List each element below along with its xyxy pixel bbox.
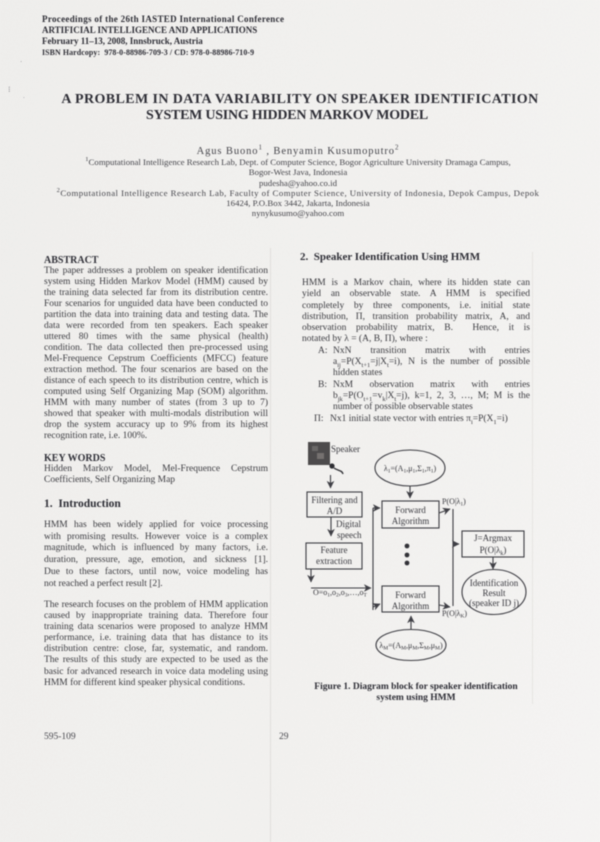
svg-text:A/D: A/D [327,506,343,516]
svg-text:Digital: Digital [336,519,361,529]
svg-text:Filtering and: Filtering and [311,495,358,505]
svg-text:P(O|λk): P(O|λk) [480,545,507,557]
svg-text:Result: Result [482,588,506,598]
svg-text:λ1=(A1,μ1,Σ1,π1): λ1=(A1,μ1,Σ1,π1) [384,464,437,475]
svg-text:O=o1,o2,o3,…,oT: O=o1,o2,o3,…,oT [313,588,368,599]
svg-text:Identification: Identification [470,578,519,588]
svg-text:P(O|λ1): P(O|λ1) [442,497,466,508]
svg-text:Algorithm: Algorithm [392,516,430,526]
svg-text:λM=(AM,μM,ΣM,μM): λM=(AM,μM,ΣM,μM) [379,641,443,652]
svg-text:Algorithm: Algorithm [392,601,430,611]
svg-text:J=Argmax: J=Argmax [474,533,512,543]
svg-text:speech: speech [337,530,362,540]
svg-text:extraction: extraction [316,556,352,566]
svg-text:Speaker: Speaker [331,444,360,454]
svg-text:Forward: Forward [395,505,426,515]
svg-text:Forward: Forward [395,590,426,600]
svg-text:Feature: Feature [321,545,348,555]
svg-text:P(O|λK): P(O|λK) [442,609,467,620]
svg-text:(speaker ID j): (speaker ID j) [469,598,519,608]
